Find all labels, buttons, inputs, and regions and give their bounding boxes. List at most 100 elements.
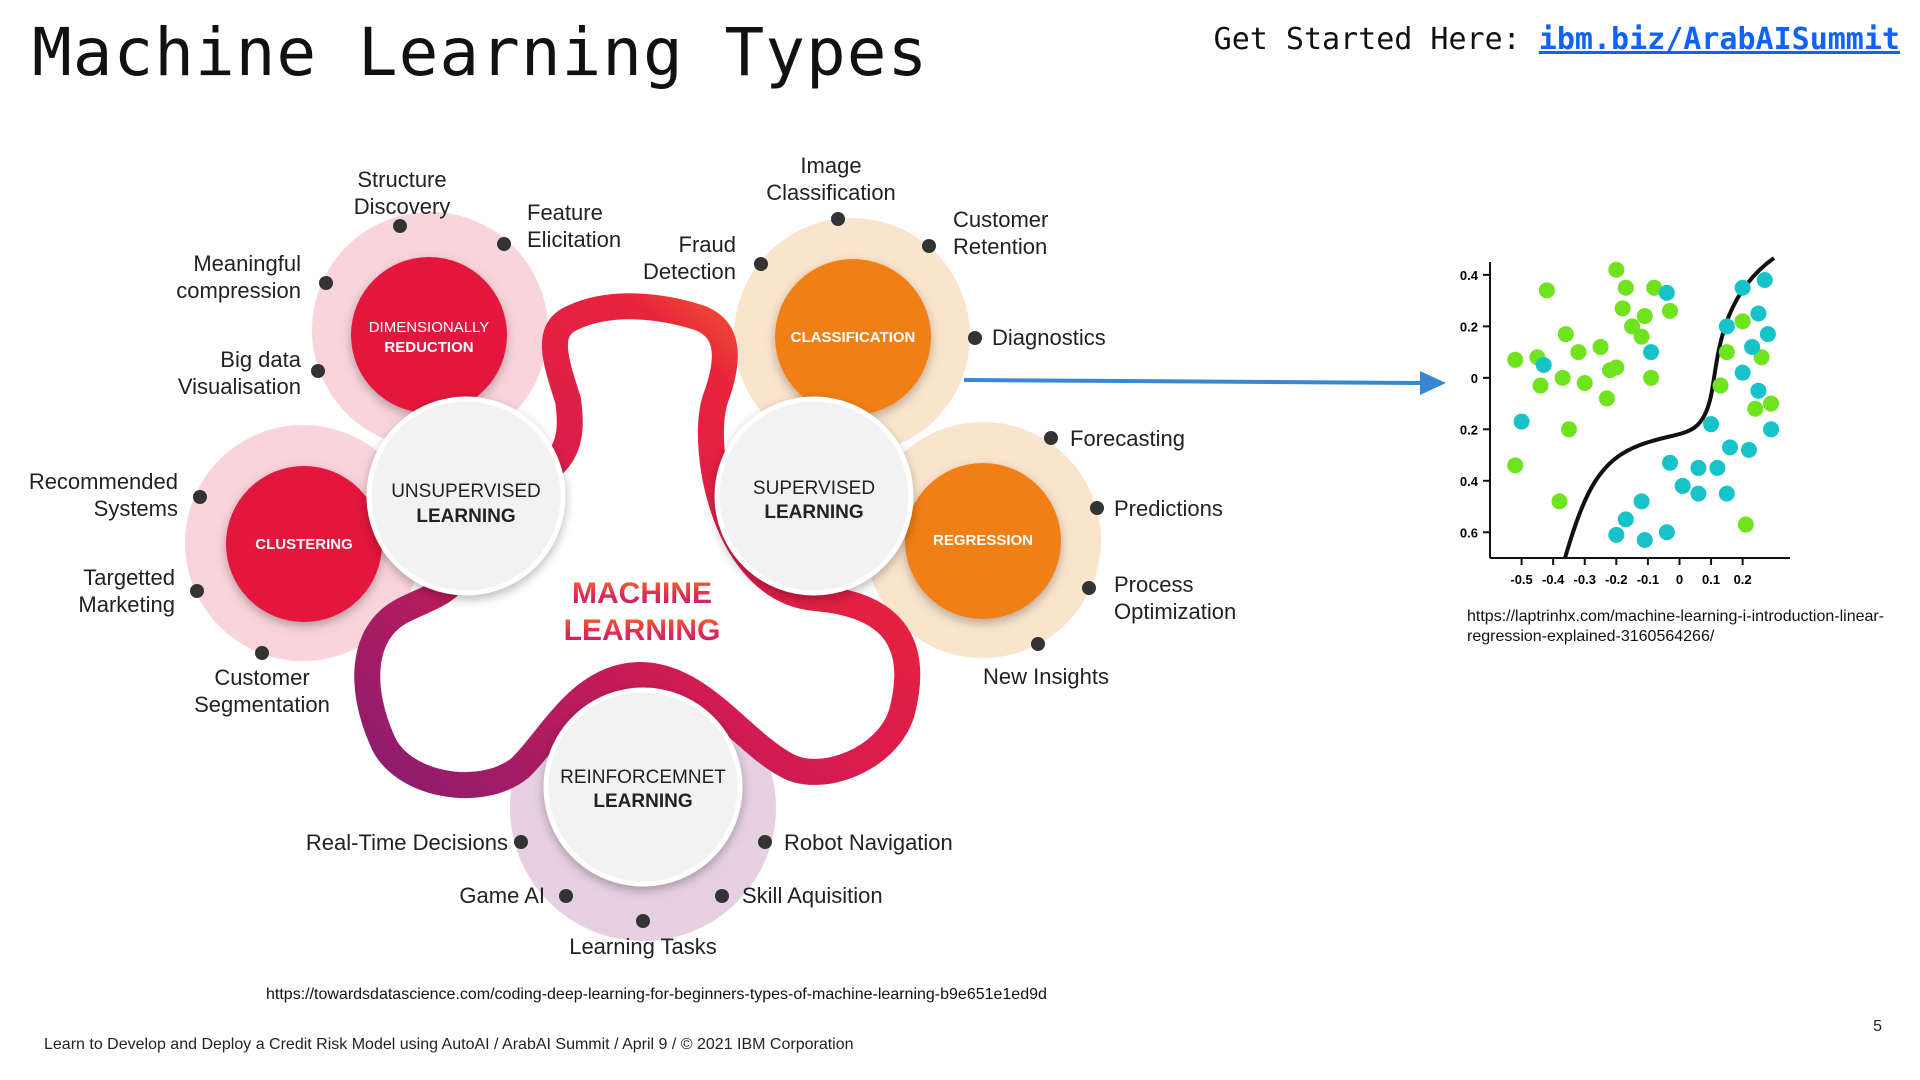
label-recommended-1: Recommended	[29, 469, 178, 494]
scatter-point	[1554, 369, 1571, 386]
label-process-1: Process	[1114, 572, 1193, 597]
scatter-point	[1636, 531, 1653, 548]
scatter-point	[1756, 272, 1773, 289]
unsupervised-hub	[366, 396, 566, 596]
dot-learning	[636, 914, 650, 928]
label-realtime: Real-Time Decisions	[306, 830, 508, 855]
scatter-point	[1690, 459, 1707, 476]
label-image-2: Classification	[766, 180, 896, 205]
scatter-point	[1703, 416, 1720, 433]
get-started: Get Started Here: ibm.biz/ArabAISummit	[1214, 22, 1900, 57]
dot-realtime	[514, 835, 528, 849]
scatter-point	[1763, 421, 1780, 438]
scatter-point	[1633, 493, 1650, 510]
get-started-link[interactable]: ibm.biz/ArabAISummit	[1538, 22, 1900, 57]
dot-meaningful	[319, 276, 333, 290]
scatter-point	[1646, 279, 1663, 296]
scatter-point	[1535, 356, 1552, 373]
scatter-point	[1737, 516, 1754, 533]
scatter-point	[1662, 302, 1678, 319]
regression-label: REGRESSION	[933, 532, 1033, 549]
label-diagnostics: Diagnostics	[992, 325, 1106, 350]
label-learningtasks: Learning Tasks	[569, 934, 717, 959]
label-forecasting: Forecasting	[1070, 426, 1185, 451]
page-number: 5	[1873, 1018, 1882, 1035]
label-gameai: Game AI	[459, 883, 545, 908]
bullet-dots	[190, 212, 1104, 928]
label-insights: New Insights	[983, 664, 1109, 689]
page-title: Machine Learning Types	[32, 14, 929, 91]
dot-forecasting	[1044, 431, 1058, 445]
x-tick-label: 0	[1676, 572, 1683, 587]
scatter-points	[1507, 261, 1780, 548]
scatter-point	[1763, 395, 1780, 412]
dot-retention	[922, 239, 936, 253]
y-ticks: 0.40.200.20.40.6	[1460, 268, 1490, 540]
scatter-point	[1633, 328, 1650, 345]
scatter-point	[1557, 326, 1574, 343]
y-tick-label: 0.2	[1460, 422, 1478, 437]
dot-recommended	[193, 490, 207, 504]
scatter-point	[1507, 457, 1524, 474]
scatter-point	[1662, 454, 1678, 471]
regression-circle	[905, 463, 1061, 619]
scatter-point	[1643, 344, 1660, 361]
scatter-point	[1718, 344, 1735, 361]
scatter-point	[1592, 338, 1609, 355]
scatter-point	[1538, 282, 1555, 299]
x-tick-label: 0.1	[1702, 572, 1720, 587]
classification-circle	[775, 259, 931, 415]
label-fraud-2: Detection	[643, 259, 736, 284]
x-tick-label: 0.2	[1734, 572, 1752, 587]
y-tick-label: 0.2	[1460, 319, 1478, 334]
label-retention-2: Retention	[953, 234, 1047, 259]
dimensionality-circle	[351, 257, 507, 413]
dot-structure	[393, 219, 407, 233]
clustering-label: CLUSTERING	[255, 536, 353, 553]
classification-label: CLASSIFICATION	[791, 329, 916, 346]
label-image-1: Image	[800, 153, 861, 178]
unsupervised-label-2: LEARNING	[416, 506, 515, 527]
x-tick-label: -0.1	[1637, 572, 1659, 587]
scatter-point	[1507, 351, 1524, 368]
scatter-point	[1636, 308, 1653, 325]
arrow-to-chart	[963, 371, 1446, 395]
scatter-point	[1750, 382, 1767, 399]
scatter-point	[1551, 493, 1568, 510]
reinforcement-label-1: REINFORCEMNET	[560, 767, 726, 788]
label-predictions: Predictions	[1114, 496, 1223, 521]
scatter-point	[1608, 261, 1625, 278]
scatter-point	[1734, 279, 1751, 296]
clustering-circle	[226, 466, 382, 622]
scatter-point	[1532, 377, 1549, 394]
x-tick-label: -0.2	[1605, 572, 1627, 587]
scatter-point	[1744, 338, 1761, 355]
label-meaningful-2: compression	[176, 278, 301, 303]
label-recommended-2: Systems	[94, 496, 178, 521]
label-custseg-1: Customer	[214, 665, 309, 690]
dot-predictions	[1090, 501, 1104, 515]
label-feature-2: Elicitation	[527, 227, 621, 252]
scatter-point	[1747, 400, 1764, 417]
dimensionality-label-1: DIMENSIONALLY	[369, 319, 490, 336]
label-robot: Robot Navigation	[784, 830, 953, 855]
dot-image	[831, 212, 845, 226]
scatter-point	[1740, 441, 1757, 458]
label-structure-1: Structure	[357, 167, 446, 192]
dot-fraud	[754, 257, 768, 271]
scatter-point	[1608, 526, 1625, 543]
dot-gameai	[559, 889, 573, 903]
x-tick-label: -0.5	[1510, 572, 1532, 587]
label-fraud-1: Fraud	[679, 232, 736, 257]
scatter-point	[1753, 349, 1770, 366]
get-started-label: Get Started Here:	[1213, 22, 1521, 57]
scatter-point	[1614, 300, 1631, 317]
dot-insights	[1031, 637, 1045, 651]
y-tick-label: 0.4	[1460, 474, 1479, 489]
label-meaningful-1: Meaningful	[193, 251, 301, 276]
scatter-point	[1643, 369, 1660, 386]
scatter-point	[1759, 326, 1776, 343]
